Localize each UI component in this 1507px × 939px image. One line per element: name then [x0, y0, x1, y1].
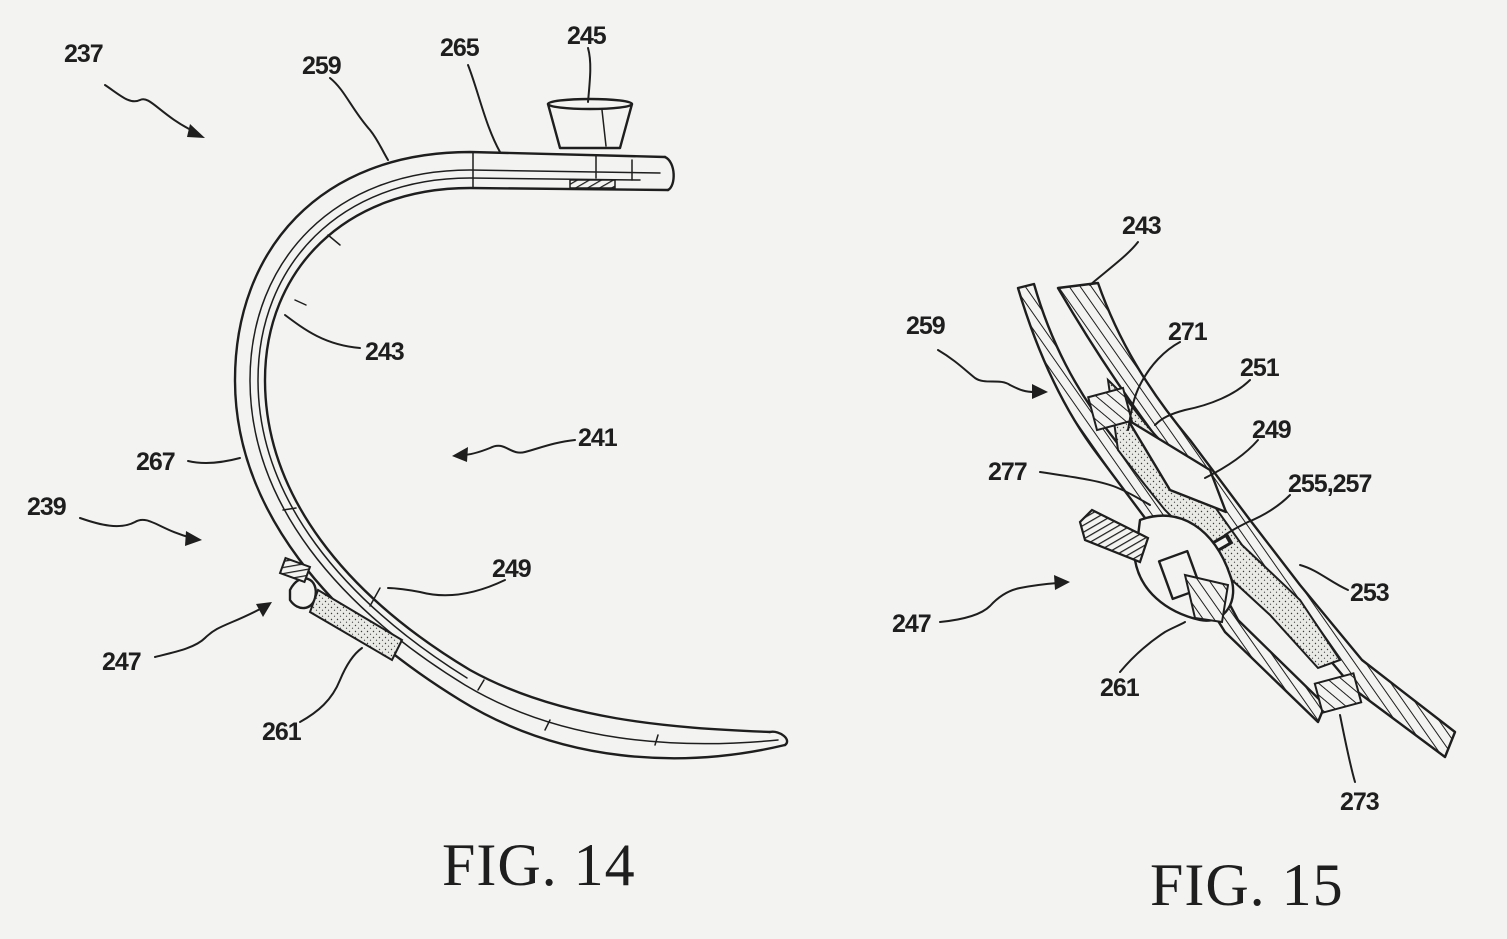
figure-14: 237 259 265 245 243 241 267 239 249 247 … — [27, 22, 789, 898]
ref-237: 237 — [64, 40, 103, 68]
ref-249: 249 — [1252, 416, 1291, 444]
ref-251: 251 — [1240, 354, 1280, 382]
ref-261: 261 — [1100, 674, 1140, 702]
ref-261: 261 — [262, 718, 302, 746]
ref-273: 273 — [1340, 788, 1379, 816]
fig-14-caption: FIG. 14 — [442, 832, 636, 898]
figure-15: 243 259 271 251 249 277 255,257 247 253 … — [892, 212, 1457, 918]
ref-247: 247 — [892, 610, 931, 638]
ref-277: 277 — [988, 458, 1027, 486]
valve-fluid-region — [1086, 377, 1363, 714]
ref-265: 265 — [440, 34, 480, 62]
ref-259: 259 — [302, 52, 341, 80]
ref-259: 259 — [906, 312, 945, 340]
ref-247: 247 — [102, 648, 141, 676]
valve-housing-261-fig15 — [1078, 508, 1235, 624]
ref-249: 249 — [492, 555, 531, 583]
leader-lines-fig15 — [937, 241, 1356, 783]
ref-253: 253 — [1350, 579, 1389, 607]
fig-15-caption: FIG. 15 — [1150, 852, 1344, 918]
ref-271: 271 — [1168, 318, 1208, 346]
ref-245: 245 — [567, 22, 607, 50]
hub-connector-245 — [546, 97, 634, 150]
ref-243: 243 — [365, 338, 404, 366]
ref-255-257: 255,257 — [1288, 470, 1371, 498]
reference-numerals-fig15: 243 259 271 251 249 277 255,257 247 253 … — [892, 212, 1390, 816]
ref-241: 241 — [578, 424, 618, 452]
ref-243: 243 — [1122, 212, 1161, 240]
ref-267: 267 — [136, 448, 175, 476]
catheter-wall-right-fig15 — [1056, 281, 1457, 759]
valve-housing-261 — [278, 556, 404, 662]
catheter-body-fig14 — [233, 150, 789, 760]
reference-numerals-fig14: 237 259 265 245 243 241 267 239 249 247 … — [27, 22, 619, 746]
leader-lines-fig14 — [79, 47, 592, 723]
ref-239: 239 — [27, 493, 66, 521]
